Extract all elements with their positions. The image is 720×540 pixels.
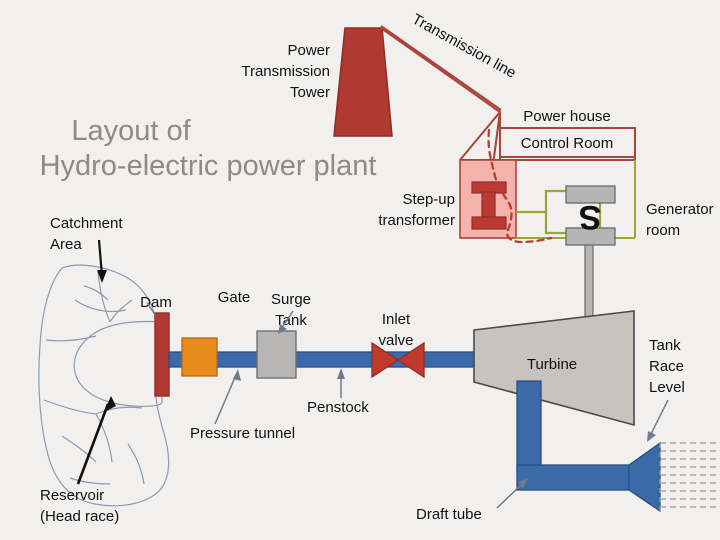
penstock-label: Penstock <box>307 399 369 416</box>
catchment-area-label-line2: Area <box>50 236 82 253</box>
reservoir-arrow <box>76 396 116 485</box>
surge-tank-label-line1: Surge <box>271 291 311 308</box>
stream-8 <box>95 406 143 415</box>
pressure-tunnel-label: Pressure tunnel <box>190 425 295 442</box>
transformer-bottom-plate <box>471 216 507 230</box>
gate-label: Gate <box>218 289 251 306</box>
page-title-line2: Hydro-electric power plant <box>40 150 377 182</box>
reservoir-water-body <box>73 320 163 407</box>
stream-7 <box>95 413 113 463</box>
tower-label-line2: Transmission <box>241 63 330 80</box>
transformer-core <box>481 191 496 219</box>
tank-race-level-arrow <box>647 399 669 442</box>
page-title-line1: Layout of <box>71 115 191 147</box>
reservoir-label-line2: (Head race) <box>40 508 119 525</box>
stream-3 <box>109 299 133 323</box>
control-room-label: Control Room <box>521 135 614 152</box>
power-house-label: Power house <box>523 108 611 125</box>
gate <box>181 337 218 377</box>
turbine <box>473 310 635 427</box>
draft-tube-label: Draft tube <box>416 506 482 523</box>
underground-cable-dashed <box>487 128 553 244</box>
step-up-transformer-body <box>471 181 507 230</box>
stream-2 <box>97 271 111 323</box>
transmission-line-wire-upper <box>380 25 502 111</box>
generator-room-label-line2: room <box>646 222 680 239</box>
draft-tube-arrow <box>496 478 528 509</box>
draft-tube <box>516 380 661 513</box>
pressure-tunnel-arrow <box>214 369 241 425</box>
generator-shaft <box>584 244 594 322</box>
stream-10 <box>127 443 145 485</box>
inlet-valve-left-cone <box>371 341 400 379</box>
inlet-valve-right-cone <box>396 341 425 379</box>
tower-label-line1: Power <box>287 42 330 59</box>
catchment-boundary <box>38 264 170 507</box>
catchment-area-arrow <box>97 239 107 283</box>
draft-tube-vertical <box>516 380 542 473</box>
generator-room-label-line1: Generator <box>646 201 714 218</box>
generator: S <box>516 185 616 246</box>
penstock-arrow <box>337 368 345 398</box>
inlet-valve <box>371 341 425 379</box>
reservoir-label-line1: Reservoir <box>40 487 104 504</box>
stream-5 <box>45 335 97 342</box>
generator-top-bar <box>565 185 616 204</box>
tank-race-level-label-line2: Race <box>649 358 684 375</box>
tower-label-line3: Tower <box>290 84 330 101</box>
tank-race-level-label-line1: Tank <box>649 337 681 354</box>
dam <box>154 312 170 397</box>
stream-1 <box>74 299 127 313</box>
stream-6 <box>43 399 97 415</box>
stream-11 <box>69 477 111 485</box>
dam-label: Dam <box>140 294 172 311</box>
step-up-transformer-label-line2: transformer <box>378 212 455 229</box>
catchment-area-label-line1: Catchment <box>50 215 123 232</box>
surge-tank-arrow <box>278 310 294 334</box>
power-transmission-tower <box>333 27 393 137</box>
tank-race-level-label-line3: Level <box>649 379 685 396</box>
inlet-valve-label-line1: Inlet <box>382 311 411 328</box>
inlet-valve-label-line2: valve <box>378 332 413 349</box>
stream-9 <box>61 435 97 463</box>
dam-leader-line <box>146 302 157 317</box>
step-up-transformer-label-line1: Step-up <box>402 191 455 208</box>
transformer-top-plate <box>471 181 507 194</box>
draft-tube-horizontal <box>516 464 631 491</box>
generator-magnet-symbol: S <box>579 198 602 236</box>
surge-tank <box>256 330 297 379</box>
stream-4 <box>83 285 109 301</box>
turbine-label: Turbine <box>527 356 577 373</box>
transformer-bay-slant-wall <box>459 111 501 161</box>
tail-race-water <box>659 442 718 511</box>
catchment-area-outline <box>38 264 170 507</box>
